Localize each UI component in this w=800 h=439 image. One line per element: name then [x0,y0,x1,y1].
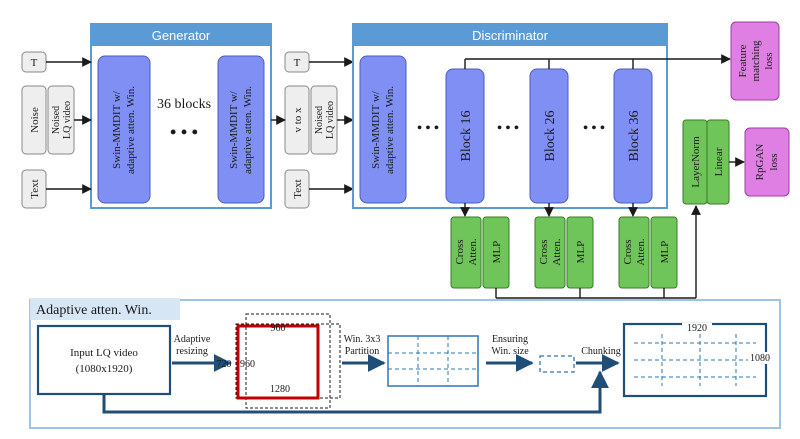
svg-text:Block 26: Block 26 [543,111,558,162]
generator-first-block-line1: Swin-MMDIT w/ [111,90,123,169]
gen-input-text: Text [21,169,47,209]
svg-text:Swin-MMDIT w/: Swin-MMDIT w/ [370,90,382,169]
ensuring-label-2: Win. size [491,346,529,357]
disc-dots-2: • • • [497,121,519,136]
block-26: Block 26 [529,68,569,204]
generator-blocks-label: 36 blocks [157,97,211,112]
disc-dots-1: • • • [417,121,439,136]
svg-text:Block 16: Block 16 [459,111,474,162]
generator-first-block: Swin-MMDIT w/ adaptive atten. Win. [97,55,151,204]
svg-text:960: 960 [240,359,255,370]
generator-last-block: Swin-MMDIT w/ adaptive atten. Win. [217,55,265,204]
head-26: Cross Atten. MLP [534,216,594,289]
layernorm-block: LayerNorm [682,119,708,205]
svg-text:matching: matching [750,40,762,81]
svg-text:Noised: Noised [51,106,62,134]
svg-text:Linear: Linear [713,147,725,176]
svg-text:loss: loss [768,153,780,170]
svg-text:Noised: Noised [314,106,325,134]
discriminator-first-block: Swin-MMDIT w/ adaptive atten. Win. [359,55,407,204]
svg-text:MLP: MLP [575,241,587,264]
adaptive-resizing-label-1: Adaptive [174,334,211,345]
adaptive-resizing-label-2: resizing [176,346,208,357]
svg-text:Text: Text [29,179,41,198]
disc-input-noised-lq-video: Noised LQ video [310,85,338,155]
disc-dots-3: • • • [583,121,605,136]
input-lq-video-box: Input LQ video (1080x1920) [36,324,172,396]
svg-text:MLP: MLP [659,241,671,264]
gen-input-noised-lq-video: Noised LQ video [47,85,75,155]
disc-input-text: Text [284,169,310,209]
svg-text:MLP: MLP [491,241,503,264]
svg-text:T: T [294,57,301,69]
svg-text:Cross: Cross [622,239,634,264]
svg-text:RpGAN: RpGAN [754,144,766,181]
generator-first-block-line2: adaptive atten. Win. [125,86,137,174]
svg-text:Block 36: Block 36 [627,111,642,162]
chunking-label: Chunking [581,346,620,357]
svg-text:LayerNorm: LayerNorm [690,136,702,188]
svg-text:1920: 1920 [687,323,707,334]
svg-text:Atten.: Atten. [467,238,479,265]
disc-input-t: T [284,51,310,73]
rpgan-loss: RpGAN loss [744,127,790,197]
svg-text:1280: 1280 [270,384,290,395]
generator-title: Generator [152,28,211,43]
head-36: Cross Atten. MLP [618,216,678,289]
head-16: Cross Atten. MLP [450,216,510,289]
disc-input-v-to-x: v to x [284,85,310,155]
svg-text:LQ video: LQ video [62,101,73,139]
ensuring-label-1: Ensuring [492,334,528,345]
window-size-box [539,355,575,373]
svg-text:v to x: v to x [292,107,304,133]
svg-text:(1080x1920): (1080x1920) [76,363,133,375]
generator-last-block-line2: adaptive atten. Win. [242,86,254,174]
discriminator-title: Discriminator [472,28,549,43]
chunked-grid: 1920 1080 [622,322,772,398]
linear-block: Linear [706,119,730,205]
adaptive-resize-visual: 960 720 960 1280 [217,313,341,409]
block-36: Block 36 [613,68,653,204]
svg-text:720: 720 [217,359,232,370]
svg-text:1080: 1080 [750,353,770,364]
svg-text:Feature: Feature [737,44,749,77]
svg-text:loss: loss [763,52,775,69]
feature-matching-loss: Feature matching loss [730,21,780,101]
svg-text:Text: Text [292,179,304,198]
svg-text:Cross: Cross [454,239,466,264]
adaptive-panel-title: Adaptive atten. Win. [36,303,152,318]
svg-text:960: 960 [271,323,286,334]
svg-text:Atten.: Atten. [551,238,563,265]
svg-text:LQ video: LQ video [325,101,336,139]
block-16: Block 16 [445,68,485,204]
svg-text:Input LQ video: Input LQ video [70,347,138,359]
svg-text:Noise: Noise [29,107,41,133]
partition-label-1: Win. 3x3 [344,334,381,345]
return-arrow [102,370,609,414]
svg-text:Cross: Cross [538,239,550,264]
partition-grid [387,335,479,387]
svg-text:Atten.: Atten. [635,238,647,265]
gen-input-t: T [21,51,47,73]
svg-text:T: T [31,57,38,69]
generator-ellipsis: • • • [170,122,198,142]
svg-text:adaptive atten. Win.: adaptive atten. Win. [384,86,396,174]
partition-label-2: Partition [345,346,379,357]
generator-last-block-line1: Swin-MMDIT w/ [228,90,240,169]
gen-input-noise: Noise [21,85,47,155]
